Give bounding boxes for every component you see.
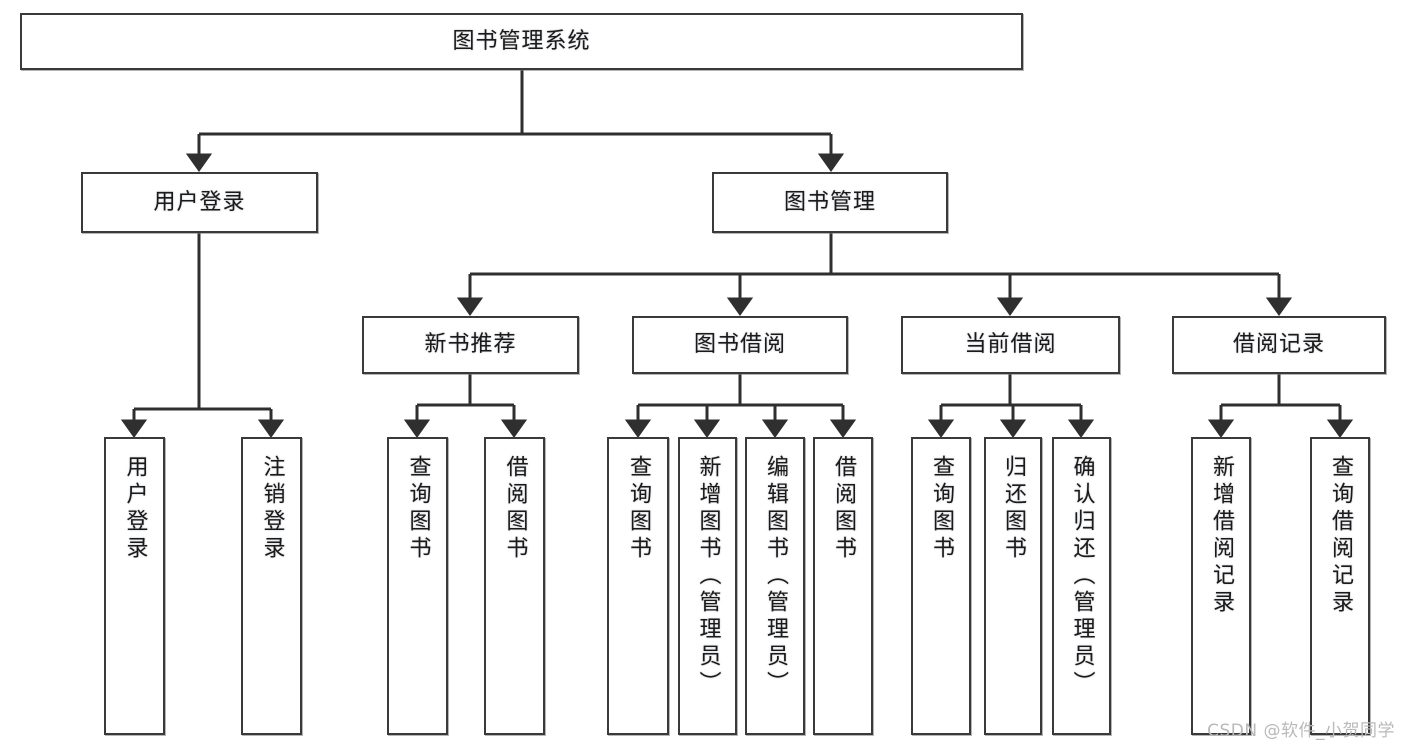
node-borrow-record[interactable]: 借阅记录 [1172, 316, 1386, 374]
node-leaf-edit-book-label: 编辑图书（管理员） [763, 455, 788, 698]
node-leaf-query-book-2-label: 查询图书 [626, 455, 651, 563]
node-leaf-query-record-label: 查询借阅记录 [1328, 455, 1353, 617]
node-leaf-borrow-book-1[interactable]: 借阅图书 [484, 437, 545, 735]
node-book-borrow-label: 图书借阅 [693, 332, 786, 358]
node-leaf-query-book-3[interactable]: 查询图书 [911, 437, 971, 735]
node-leaf-add-record-label: 新增借阅记录 [1209, 455, 1234, 617]
node-user-login-label: 用户登录 [153, 189, 246, 215]
node-leaf-add-book-label: 新增图书（管理员） [695, 455, 721, 698]
node-leaf-user-login-label: 用户登录 [122, 455, 148, 563]
node-book-manage[interactable]: 图书管理 [712, 172, 948, 233]
node-current-borrow[interactable]: 当前借阅 [901, 316, 1120, 374]
node-leaf-confirm-return[interactable]: 确认归还（管理员） [1052, 437, 1111, 735]
node-leaf-logout-label: 注销登录 [259, 455, 285, 563]
node-new-book-rec-label: 新书推荐 [424, 332, 517, 358]
node-leaf-borrow-book-1-label: 借阅图书 [502, 455, 528, 563]
node-book-manage-label: 图书管理 [783, 189, 876, 215]
node-leaf-query-book-1[interactable]: 查询图书 [387, 437, 448, 735]
node-root-label: 图书管理系统 [452, 28, 591, 54]
node-borrow-record-label: 借阅记录 [1232, 332, 1325, 358]
node-leaf-query-book-2[interactable]: 查询图书 [607, 437, 669, 735]
node-leaf-confirm-return-label: 确认归还（管理员） [1069, 455, 1095, 698]
node-current-borrow-label: 当前借阅 [964, 332, 1057, 358]
node-user-login[interactable]: 用户登录 [81, 172, 318, 233]
node-book-borrow[interactable]: 图书借阅 [632, 316, 848, 374]
node-leaf-return-book[interactable]: 归还图书 [984, 437, 1042, 735]
node-leaf-add-record[interactable]: 新增借阅记录 [1191, 437, 1251, 735]
node-leaf-query-record[interactable]: 查询借阅记录 [1310, 437, 1370, 735]
node-root[interactable]: 图书管理系统 [20, 13, 1023, 70]
node-leaf-user-login[interactable]: 用户登录 [104, 437, 165, 735]
node-new-book-rec[interactable]: 新书推荐 [362, 316, 579, 374]
node-leaf-edit-book[interactable]: 编辑图书（管理员） [745, 437, 805, 735]
node-leaf-borrow-book-2-label: 借阅图书 [831, 455, 856, 563]
node-leaf-return-book-label: 归还图书 [1001, 455, 1026, 563]
node-leaf-borrow-book-2[interactable]: 借阅图书 [813, 437, 873, 735]
node-leaf-logout[interactable]: 注销登录 [241, 437, 302, 735]
node-leaf-add-book[interactable]: 新增图书（管理员） [678, 437, 737, 735]
node-leaf-query-book-1-label: 查询图书 [405, 455, 431, 563]
node-leaf-query-book-3-label: 查询图书 [929, 455, 954, 563]
watermark: CSDN @软件_小贺同学 [1207, 721, 1395, 741]
